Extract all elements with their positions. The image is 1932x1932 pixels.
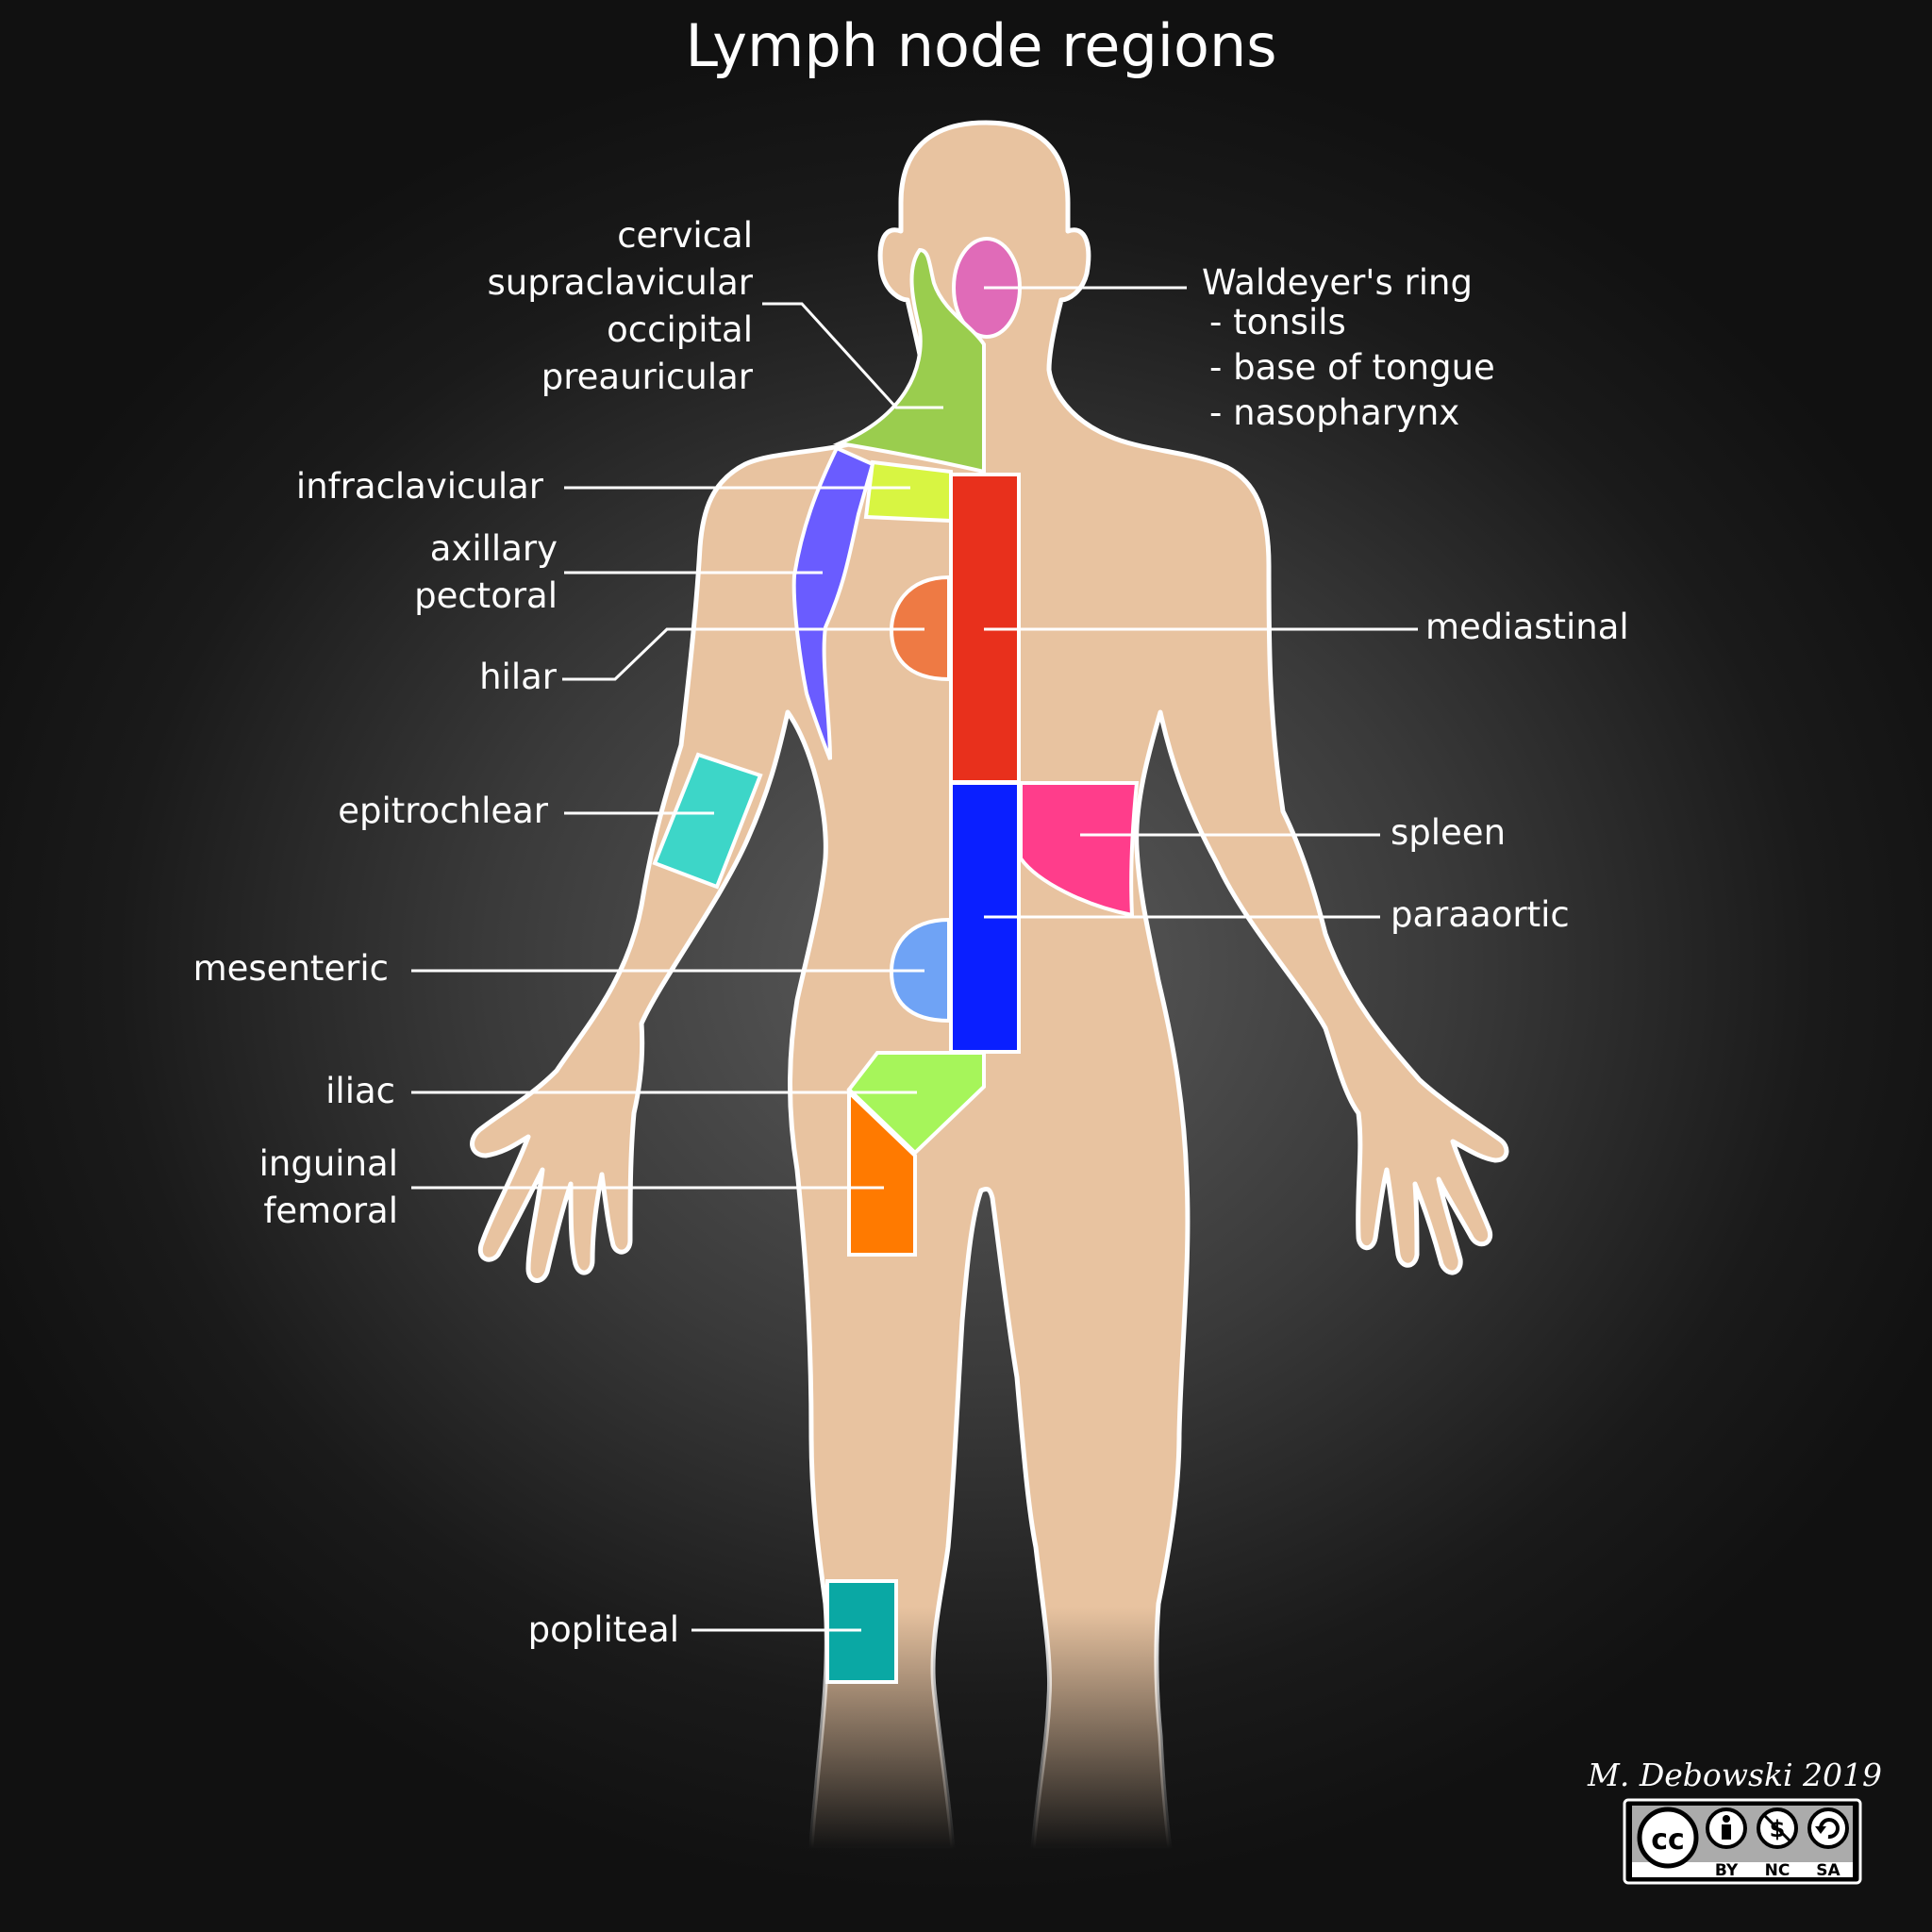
label-mesenteric: mesenteric: [193, 948, 389, 989]
label-occipital: occipital: [607, 309, 753, 350]
by-icon: [1706, 1807, 1747, 1849]
label-nasopharynx: - nasopharynx: [1209, 392, 1459, 433]
license-nc: NC: [1765, 1861, 1790, 1880]
label-popliteal: popliteal: [528, 1609, 679, 1650]
label-inguinal: inguinal: [259, 1143, 398, 1184]
license-sa: SA: [1816, 1861, 1840, 1880]
label-femoral: femoral: [263, 1191, 398, 1231]
label-hilar: hilar: [479, 657, 558, 697]
label-epitrochlear: epitrochlear: [338, 791, 549, 831]
label-spleen: spleen: [1391, 812, 1506, 853]
label-cervical-group: cervical supraclavicular occipital preau…: [487, 215, 753, 397]
label-preauricular: preauricular: [541, 357, 754, 397]
label-base-of-tongue: - base of tongue: [1209, 347, 1495, 388]
region-infraclavicular: [863, 459, 953, 524]
label-axillary: axillary: [430, 528, 558, 569]
label-waldeyers-ring: Waldeyer's ring: [1202, 262, 1473, 303]
label-tonsils: - tonsils: [1209, 302, 1346, 342]
author-credit: M. Debowski 2019: [1587, 1757, 1882, 1793]
region-axillary: [791, 445, 875, 760]
region-iliac: [846, 1051, 986, 1156]
label-cervical: cervical: [617, 215, 753, 256]
nc-icon: $: [1757, 1807, 1798, 1849]
cc-icon: cc: [1637, 1807, 1699, 1869]
cc-license-badge: cc $ BY NC SA: [1623, 1798, 1862, 1885]
label-mediastinal: mediastinal: [1425, 607, 1629, 647]
region-inguinal: [847, 1088, 917, 1257]
region-epitrochlear: [652, 752, 763, 890]
cc-icon-text: cc: [1651, 1824, 1685, 1857]
label-infraclavicular: infraclavicular: [296, 466, 544, 507]
leader-hilar: [562, 627, 924, 681]
label-paraaortic: paraaortic: [1391, 894, 1570, 935]
region-spleen: [1019, 781, 1140, 918]
label-supraclavicular: supraclavicular: [487, 262, 753, 303]
leader-cervical: [762, 302, 943, 409]
page-title: Lymph node regions: [685, 11, 1276, 80]
sa-icon: [1807, 1807, 1849, 1849]
label-pectoral: pectoral: [414, 575, 558, 616]
label-iliac: iliac: [325, 1071, 395, 1111]
region-cervical: [832, 247, 986, 475]
license-by: BY: [1715, 1861, 1739, 1880]
